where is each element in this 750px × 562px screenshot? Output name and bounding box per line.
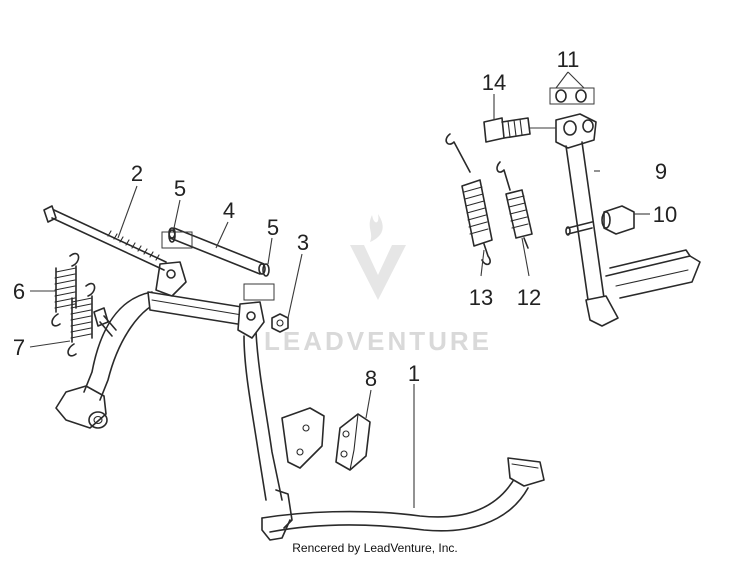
part-washers-11 <box>549 87 595 105</box>
callout-10: 10 <box>653 202 677 227</box>
callout-6: 6 <box>13 279 25 304</box>
callout-13: 13 <box>469 285 493 310</box>
callout-4: 4 <box>223 198 235 223</box>
part-spring-7 <box>67 282 96 357</box>
callout-labels: 1 2 3 4 5 5 6 7 8 9 10 11 12 13 14 <box>13 47 677 391</box>
part-bolt <box>43 205 167 271</box>
part-spring-12 <box>496 161 533 249</box>
render-credit: Rencered by LeadVenture, Inc. <box>292 541 458 555</box>
callout-7: 7 <box>13 335 25 360</box>
part-main-stand <box>55 261 545 541</box>
watermark-logo-icon <box>350 214 406 300</box>
part-nut <box>271 313 289 333</box>
callout-2: 2 <box>131 161 143 186</box>
callout-3: 3 <box>297 230 309 255</box>
callout-5-right: 5 <box>267 215 279 240</box>
callout-8: 8 <box>365 366 377 391</box>
watermark-text: LEADVENTURE <box>264 326 492 356</box>
part-washers <box>161 229 275 301</box>
leader-lines <box>29 71 650 508</box>
callout-14: 14 <box>482 70 506 95</box>
part-rubber-block <box>335 413 371 471</box>
callout-11: 11 <box>557 47 580 72</box>
part-pivot-bolt <box>483 117 531 143</box>
part-spring-6 <box>51 252 80 327</box>
part-small-bolt <box>93 307 117 337</box>
watermark: LEADVENTURE <box>264 214 492 356</box>
callout-9: 9 <box>655 159 667 184</box>
callout-1: 1 <box>408 361 420 386</box>
callout-12: 12 <box>517 285 541 310</box>
part-pin <box>168 227 266 275</box>
callout-5-left: 5 <box>174 176 186 201</box>
part-bumper <box>601 205 635 235</box>
part-spring-13 <box>445 133 493 266</box>
part-side-stand <box>555 113 701 327</box>
